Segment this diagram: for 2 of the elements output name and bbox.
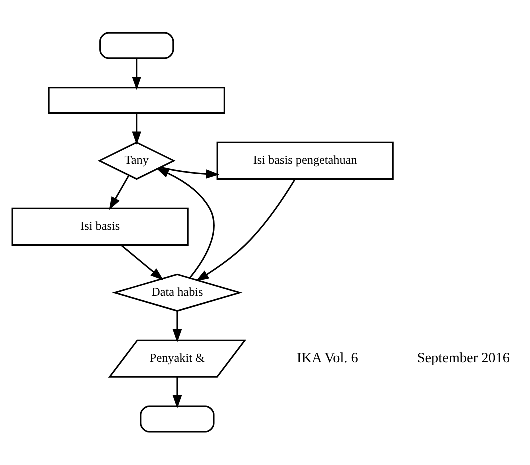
label: IKA Vol. 6 (296, 350, 358, 367)
label: September 2016 (417, 350, 510, 367)
